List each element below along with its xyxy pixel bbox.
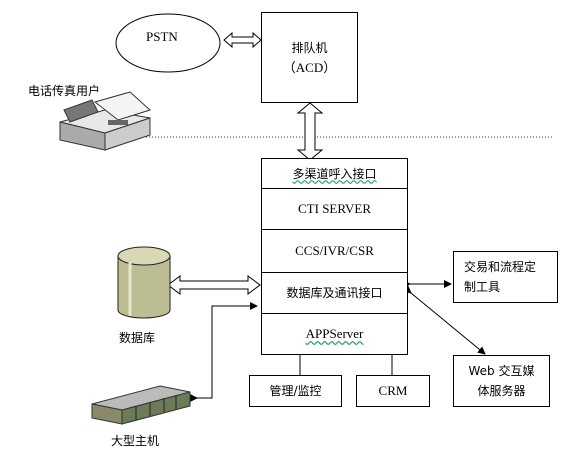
- crm-label: CRM: [378, 383, 408, 398]
- acd-label-line2: （ACD）: [282, 59, 337, 75]
- web-server-label-line2: 体服务器: [477, 384, 526, 398]
- web-server-label-line1: Web 交互媒: [468, 364, 535, 378]
- acd-label-line1: 排队机: [291, 40, 328, 55]
- database-label: 数据库: [119, 331, 156, 345]
- cti-server-label: CTI SERVER: [298, 201, 371, 216]
- mainframe-interface-line: [190, 302, 258, 402]
- pstn-acd-arrow: [223, 31, 262, 49]
- cti-server-box: CTI SERVER: [261, 188, 408, 230]
- web-server-box: Web 交互媒 体服务器: [453, 355, 550, 407]
- app-server-box: APPServer: [261, 313, 408, 355]
- pstn-label: PSTN: [146, 29, 178, 44]
- database-cylinder-icon: [117, 246, 171, 319]
- management-label: 管理/监控: [269, 384, 322, 398]
- ccs-box: CCS/IVR/CSR: [261, 229, 408, 273]
- db-interface-label: 数据库及通讯接口: [286, 286, 383, 300]
- multichannel-box: 多渠道呼入接口: [261, 158, 408, 189]
- multichannel-label: 多渠道呼入接口: [292, 166, 377, 181]
- tx-tool-box: 交易和流程定 制工具: [453, 251, 558, 303]
- acd-multichannel-arrow: [296, 102, 324, 161]
- acd-box: 排队机 （ACD）: [261, 12, 358, 103]
- database-interface-arrow: [167, 275, 261, 295]
- interface-web-line: [403, 285, 486, 355]
- fax-user-label: 电话传真用户: [28, 84, 101, 98]
- management-box: 管理/监控: [249, 375, 342, 407]
- app-server-label: APPServer: [305, 326, 364, 341]
- tx-tool-label-line1: 交易和流程定: [464, 260, 537, 274]
- mainframe-icon: [91, 385, 191, 425]
- tx-tool-label-line2: 制工具: [464, 280, 501, 294]
- fax-machine-icon: [59, 91, 151, 151]
- db-interface-box: 数据库及通讯接口: [261, 272, 408, 314]
- mainframe-label: 大型主机: [111, 434, 160, 448]
- crm-box: CRM: [356, 375, 430, 407]
- ccs-label: CCS/IVR/CSR: [295, 243, 374, 258]
- pstn-ellipse: [115, 13, 221, 73]
